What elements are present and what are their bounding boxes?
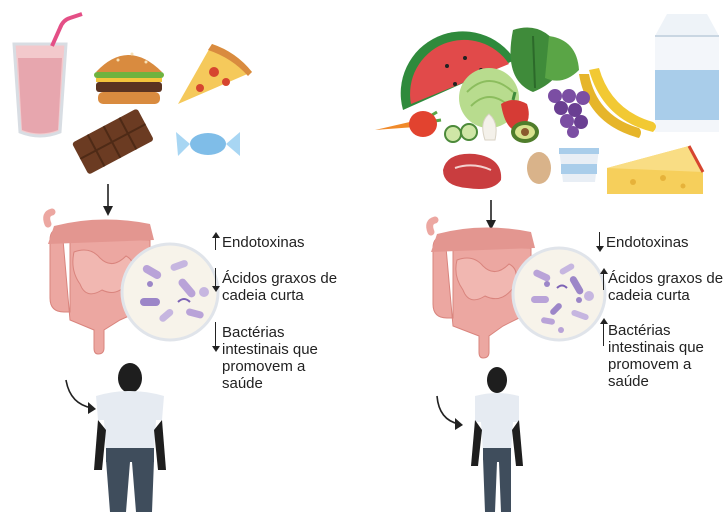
grapes-icon	[548, 89, 590, 138]
arrow-down-icon	[596, 232, 604, 252]
banana-icon	[579, 68, 656, 138]
smoothie-icon	[14, 14, 82, 136]
cheese-icon	[607, 146, 703, 194]
tomato-icon	[409, 111, 437, 137]
avocado-icon	[511, 121, 539, 143]
yogurt-icon	[559, 148, 599, 182]
effect-label-beneficial-bacteria: Bactérias intestinais que promovem a saú…	[608, 322, 720, 390]
arrow-down-icon	[212, 322, 220, 352]
bacteria-magnified-icon	[122, 244, 218, 340]
effect-label-scfa: Ácidos graxos de cadeia curta	[222, 270, 358, 304]
candy-icon	[176, 132, 240, 156]
person-icon	[94, 363, 166, 512]
chocolate-bar-icon	[72, 108, 154, 175]
steak-icon	[443, 154, 501, 189]
arrow-up-icon	[600, 268, 608, 290]
effect-label-beneficial-bacteria: Bactérias intestinais que promovem a saú…	[222, 324, 332, 392]
bacteria-magnified-icon	[513, 248, 605, 340]
egg-icon	[527, 152, 551, 184]
arrow-down-icon	[212, 268, 220, 292]
effect-label-endotoxins: Endotoxinas	[606, 234, 724, 251]
arrow-up-icon	[212, 232, 220, 250]
leafy-greens-icon	[511, 28, 580, 93]
milk-carton-icon	[655, 14, 719, 132]
cucumber-icon	[445, 124, 477, 142]
effect-label-scfa: Ácidos graxos de cadeia curta	[608, 270, 726, 304]
burger-icon	[94, 53, 164, 105]
panel-unhealthy-diet: Endotoxinas Ácidos graxos de cadeia curt…	[0, 0, 363, 520]
person-icon	[471, 367, 523, 512]
healthy-diet-illustration	[363, 0, 726, 520]
effect-label-endotoxins: Endotoxinas	[222, 234, 362, 251]
unhealthy-diet-illustration	[0, 0, 363, 520]
pizza-slice-icon	[178, 44, 252, 104]
arrow-up-icon	[600, 318, 608, 346]
panel-healthy-diet: Endotoxinas Ácidos graxos de cadeia curt…	[363, 0, 726, 520]
